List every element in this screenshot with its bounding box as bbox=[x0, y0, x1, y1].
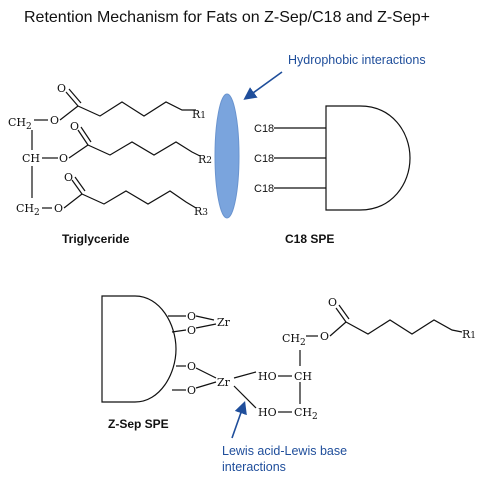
arrow-icon bbox=[243, 71, 283, 100]
c18-chain-1: C18 bbox=[254, 123, 274, 135]
hydrophobic-zone-ellipse bbox=[214, 93, 240, 219]
svg-text:CH2: CH2 bbox=[282, 332, 306, 348]
zr-top: Zr bbox=[217, 316, 231, 329]
svg-text:O: O bbox=[50, 114, 59, 127]
r-group-2: R2 bbox=[198, 153, 212, 166]
svg-text:O: O bbox=[187, 310, 196, 323]
fatty-acid-chain-2: O O R2 bbox=[52, 120, 212, 166]
triglyceride-label: Triglyceride bbox=[62, 232, 130, 246]
svg-text:CH: CH bbox=[294, 370, 312, 383]
svg-text:HO: HO bbox=[258, 370, 277, 383]
c18-spe-support bbox=[325, 105, 411, 211]
r-group-bottom: R1 bbox=[462, 328, 476, 341]
svg-text:O: O bbox=[328, 296, 337, 309]
svg-text:HO: HO bbox=[258, 406, 277, 419]
svg-text:O: O bbox=[70, 120, 79, 133]
top-panel: Hydrophobic interactions CH2 CH CH2 O O … bbox=[8, 53, 426, 246]
fatty-acid-chain-3: O O R3 bbox=[42, 171, 208, 218]
zsep-spe-support bbox=[101, 295, 177, 403]
zsep-spe-label: Z-Sep SPE bbox=[108, 417, 169, 431]
svg-text:O: O bbox=[64, 171, 73, 184]
backbone-ch2-bottom: CH2 bbox=[16, 202, 40, 218]
c18-chain-3: C18 bbox=[254, 183, 274, 195]
svg-text:O: O bbox=[187, 324, 196, 337]
fatty-acid-chain-1: O O R1 bbox=[34, 82, 206, 127]
lewis-label-line1: Lewis acid-Lewis base bbox=[222, 444, 347, 458]
bottom-panel: O O Zr O O Zr HO CH HO CH2 CH2 O O R1 bbox=[101, 295, 476, 474]
page-title: Retention Mechanism for Fats on Z-Sep/C1… bbox=[24, 9, 430, 26]
backbone-ch2-top: CH2 bbox=[8, 116, 32, 132]
arrow-icon bbox=[231, 400, 247, 439]
svg-text:O: O bbox=[320, 330, 329, 343]
lewis-label-line2: interactions bbox=[222, 460, 286, 474]
hydrophobic-interactions-label: Hydrophobic interactions bbox=[288, 53, 426, 67]
svg-text:O: O bbox=[57, 82, 66, 95]
backbone-ch: CH bbox=[22, 152, 40, 165]
svg-text:O: O bbox=[54, 202, 63, 215]
zr-bottom: Zr bbox=[217, 376, 231, 389]
svg-text:O: O bbox=[187, 360, 196, 373]
svg-text:O: O bbox=[187, 384, 196, 397]
svg-text:O: O bbox=[59, 152, 68, 165]
c18-spe-label: C18 SPE bbox=[285, 232, 334, 246]
c18-chain-2: C18 bbox=[254, 153, 274, 165]
svg-text:CH2: CH2 bbox=[294, 406, 318, 422]
r-group-1: R1 bbox=[192, 108, 206, 121]
r-group-3: R3 bbox=[194, 205, 208, 218]
